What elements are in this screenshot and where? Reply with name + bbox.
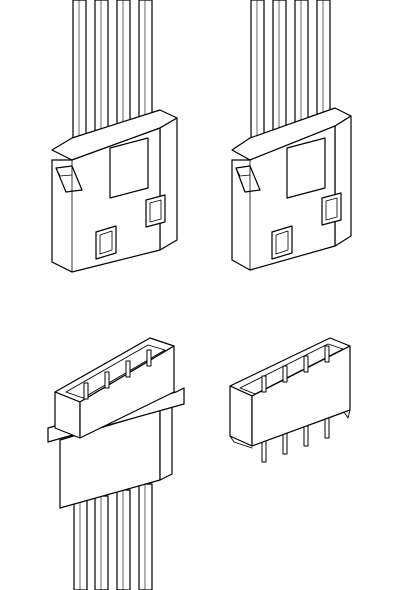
housing-side	[334, 115, 352, 247]
pin	[303, 355, 309, 373]
wire-housing-1	[51, 0, 178, 273]
cavity	[65, 344, 166, 399]
wire	[294, 0, 309, 133]
pcb-pin	[261, 439, 267, 463]
terminal-opening	[95, 225, 117, 260]
pin-row	[83, 349, 152, 400]
wire	[138, 0, 153, 123]
wire	[138, 483, 153, 590]
terminal-opening	[271, 225, 293, 260]
wire-housing-2	[231, 0, 352, 271]
pin-row	[261, 345, 330, 393]
wire	[116, 0, 131, 133]
panel-receptacle	[47, 337, 185, 590]
wire	[316, 0, 331, 123]
latch	[55, 165, 83, 193]
wire	[250, 0, 265, 151]
pin	[125, 360, 131, 378]
header-front	[229, 385, 253, 447]
pin	[261, 375, 267, 393]
housing-side	[159, 117, 178, 251]
wire-bundle	[250, 0, 331, 151]
pin	[83, 382, 89, 400]
terminal-opening	[145, 194, 166, 228]
terminal-opening	[321, 192, 342, 226]
wire	[73, 499, 88, 590]
wire	[94, 495, 109, 590]
front-window	[109, 137, 149, 199]
wire	[72, 0, 87, 151]
pcb-pin	[282, 431, 288, 455]
pin	[282, 365, 288, 383]
front-window	[286, 137, 326, 199]
wire	[116, 489, 131, 590]
pcb-header	[229, 337, 351, 463]
receptacle-side	[79, 345, 175, 439]
latch	[235, 165, 261, 193]
pin	[104, 371, 110, 389]
wire-bundle	[73, 483, 153, 590]
pin	[324, 345, 330, 363]
pin	[146, 349, 152, 367]
